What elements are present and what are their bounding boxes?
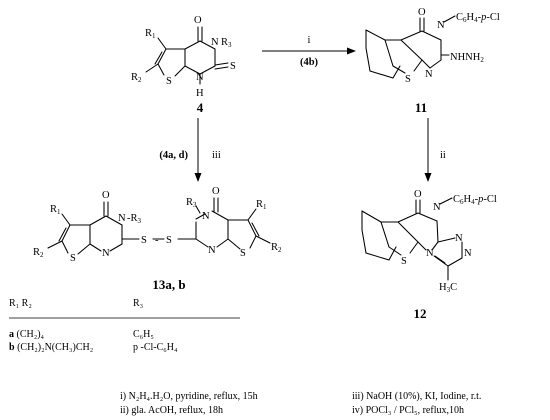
c11-hydrazino-group: NHNH2 bbox=[450, 52, 484, 64]
c4-nitrogen-3: N bbox=[211, 37, 219, 48]
c11-oxygen: O bbox=[418, 7, 426, 18]
compound-11: O N N S C6H4-p-Cl NHNH2 11 bbox=[365, 7, 500, 115]
table-row-a-r3: C₆H₅ bbox=[133, 329, 154, 340]
c13-nitrogen-right-3: N bbox=[202, 211, 210, 222]
c12-nitrogen-bridge: N bbox=[426, 248, 434, 259]
c12-methyl-group: H3C bbox=[439, 282, 457, 294]
c13-r2-left: R bbox=[33, 247, 40, 258]
c13-r1-right: R bbox=[256, 199, 263, 210]
condition-i: i) N₂H₄.H₂O, pyridine, reflux, 15h bbox=[120, 391, 258, 402]
c4-sulfur-ring: S bbox=[166, 76, 172, 87]
arrow-4-to-13-label: (4a, d) bbox=[159, 150, 188, 161]
c13-r1-left: R bbox=[50, 204, 57, 215]
c4-r2: R bbox=[131, 72, 138, 83]
c12-sulfur-ring: S bbox=[401, 256, 407, 267]
table-header-r3: R₃ bbox=[133, 298, 143, 309]
condition-iii: iii) NaOH (10%), KI, Iodine, r.t. bbox=[352, 391, 481, 402]
compound-4: O N R3 S N H S R1 R2 4 bbox=[131, 15, 236, 115]
arrow-4-to-13: iii (4a, d) bbox=[159, 118, 221, 182]
c12-nitrogen-4: N bbox=[433, 202, 441, 213]
c4-nitrogen-1: N bbox=[196, 72, 204, 83]
c13-disulfide-dash: - bbox=[155, 235, 159, 246]
c12-nitrogen-triazole-1: N bbox=[455, 233, 463, 244]
c13-r3-left: R bbox=[131, 213, 138, 224]
c13-nitrogen-left: N bbox=[118, 213, 126, 224]
svg-text:R2: R2 bbox=[271, 242, 282, 254]
arrow-4-to-11-label: (4b) bbox=[300, 57, 319, 68]
c4-r1: R bbox=[145, 28, 152, 39]
c13-nitrogen-left-1: N bbox=[102, 248, 110, 259]
c13-disulfide-s1: S bbox=[141, 235, 147, 246]
c4-r3: R bbox=[221, 37, 228, 48]
table-row-b-r3: p -Cl-C₆H₄ bbox=[133, 342, 178, 353]
arrow-11-to-12: ii bbox=[424, 118, 446, 182]
c4-hydrogen: H bbox=[196, 88, 204, 99]
table-header-r1r2: R₁ R₂ bbox=[9, 298, 32, 309]
svg-text:R3: R3 bbox=[221, 37, 232, 49]
condition-iv: iv) POCl₃ / PCl₅, reflux,10h bbox=[352, 405, 464, 416]
substituent-table: R₁ R₂ R₃ a (CH₂)₄ C₆H₅ b (CH₂)₂N(CH₃)CH₂… bbox=[9, 298, 240, 353]
svg-text:-R3: -R3 bbox=[127, 213, 142, 225]
condition-ii: ii) gla. AcOH, reflux, 18h bbox=[120, 405, 223, 416]
svg-text:R2: R2 bbox=[131, 72, 142, 84]
c4-oxygen: O bbox=[194, 15, 202, 26]
c13-disulfide-s2: S bbox=[166, 235, 172, 246]
c13-sulfur-ring-right: S bbox=[240, 248, 246, 259]
table-row-b: b (CH₂)₂N(CH₃)CH₂ bbox=[9, 342, 93, 353]
c11-aryl-group: C6H4-p-Cl bbox=[456, 12, 500, 24]
c12-oxygen: O bbox=[414, 189, 422, 200]
svg-text:R1: R1 bbox=[145, 28, 156, 40]
reaction-conditions: i) N₂H₄.H₂O, pyridine, reflux, 15h ii) g… bbox=[120, 391, 481, 416]
c13-nitrogen-right-1: N bbox=[208, 245, 216, 256]
arrow-4-to-13-reagent: iii bbox=[212, 150, 221, 161]
c12-aryl-group: C6H4-p-Cl bbox=[453, 194, 497, 206]
c4-sulfur-thione: S bbox=[230, 61, 236, 72]
c13-sulfur-ring-left: S bbox=[70, 253, 76, 264]
c13-r2-right: R bbox=[271, 242, 278, 253]
svg-text:R1: R1 bbox=[50, 204, 61, 216]
compound-12-number: 12 bbox=[414, 306, 427, 321]
compound-13: O N -R3 N S R1 R2 S - S R3 N O N S R1 R2… bbox=[33, 186, 282, 292]
arrow-4-to-11: i (4b) bbox=[262, 35, 356, 68]
c13-r3-right: R bbox=[186, 197, 193, 208]
c13-oxygen-left: O bbox=[102, 190, 110, 201]
compound-11-number: 11 bbox=[415, 100, 427, 115]
c12-nitrogen-triazole-2: N bbox=[464, 248, 472, 259]
c11-nitrogen-1: N bbox=[425, 69, 433, 80]
table-row-a: a (CH₂)₄ bbox=[9, 329, 45, 340]
compound-4-number: 4 bbox=[197, 100, 204, 115]
arrow-11-to-12-reagent: ii bbox=[440, 150, 446, 161]
svg-text:R2: R2 bbox=[33, 247, 44, 259]
svg-text:R1: R1 bbox=[256, 199, 267, 211]
c11-nitrogen-3: N bbox=[437, 20, 445, 31]
compound-13-number: 13a, b bbox=[152, 277, 185, 292]
c11-sulfur-ring: S bbox=[405, 74, 411, 85]
svg-text:R3: R3 bbox=[186, 197, 197, 209]
c13-oxygen-right: O bbox=[212, 186, 220, 197]
compound-12: O N N N N S C6H4-p-Cl H3C 12 bbox=[361, 189, 497, 321]
arrow-4-to-11-reagent: i bbox=[308, 35, 311, 46]
